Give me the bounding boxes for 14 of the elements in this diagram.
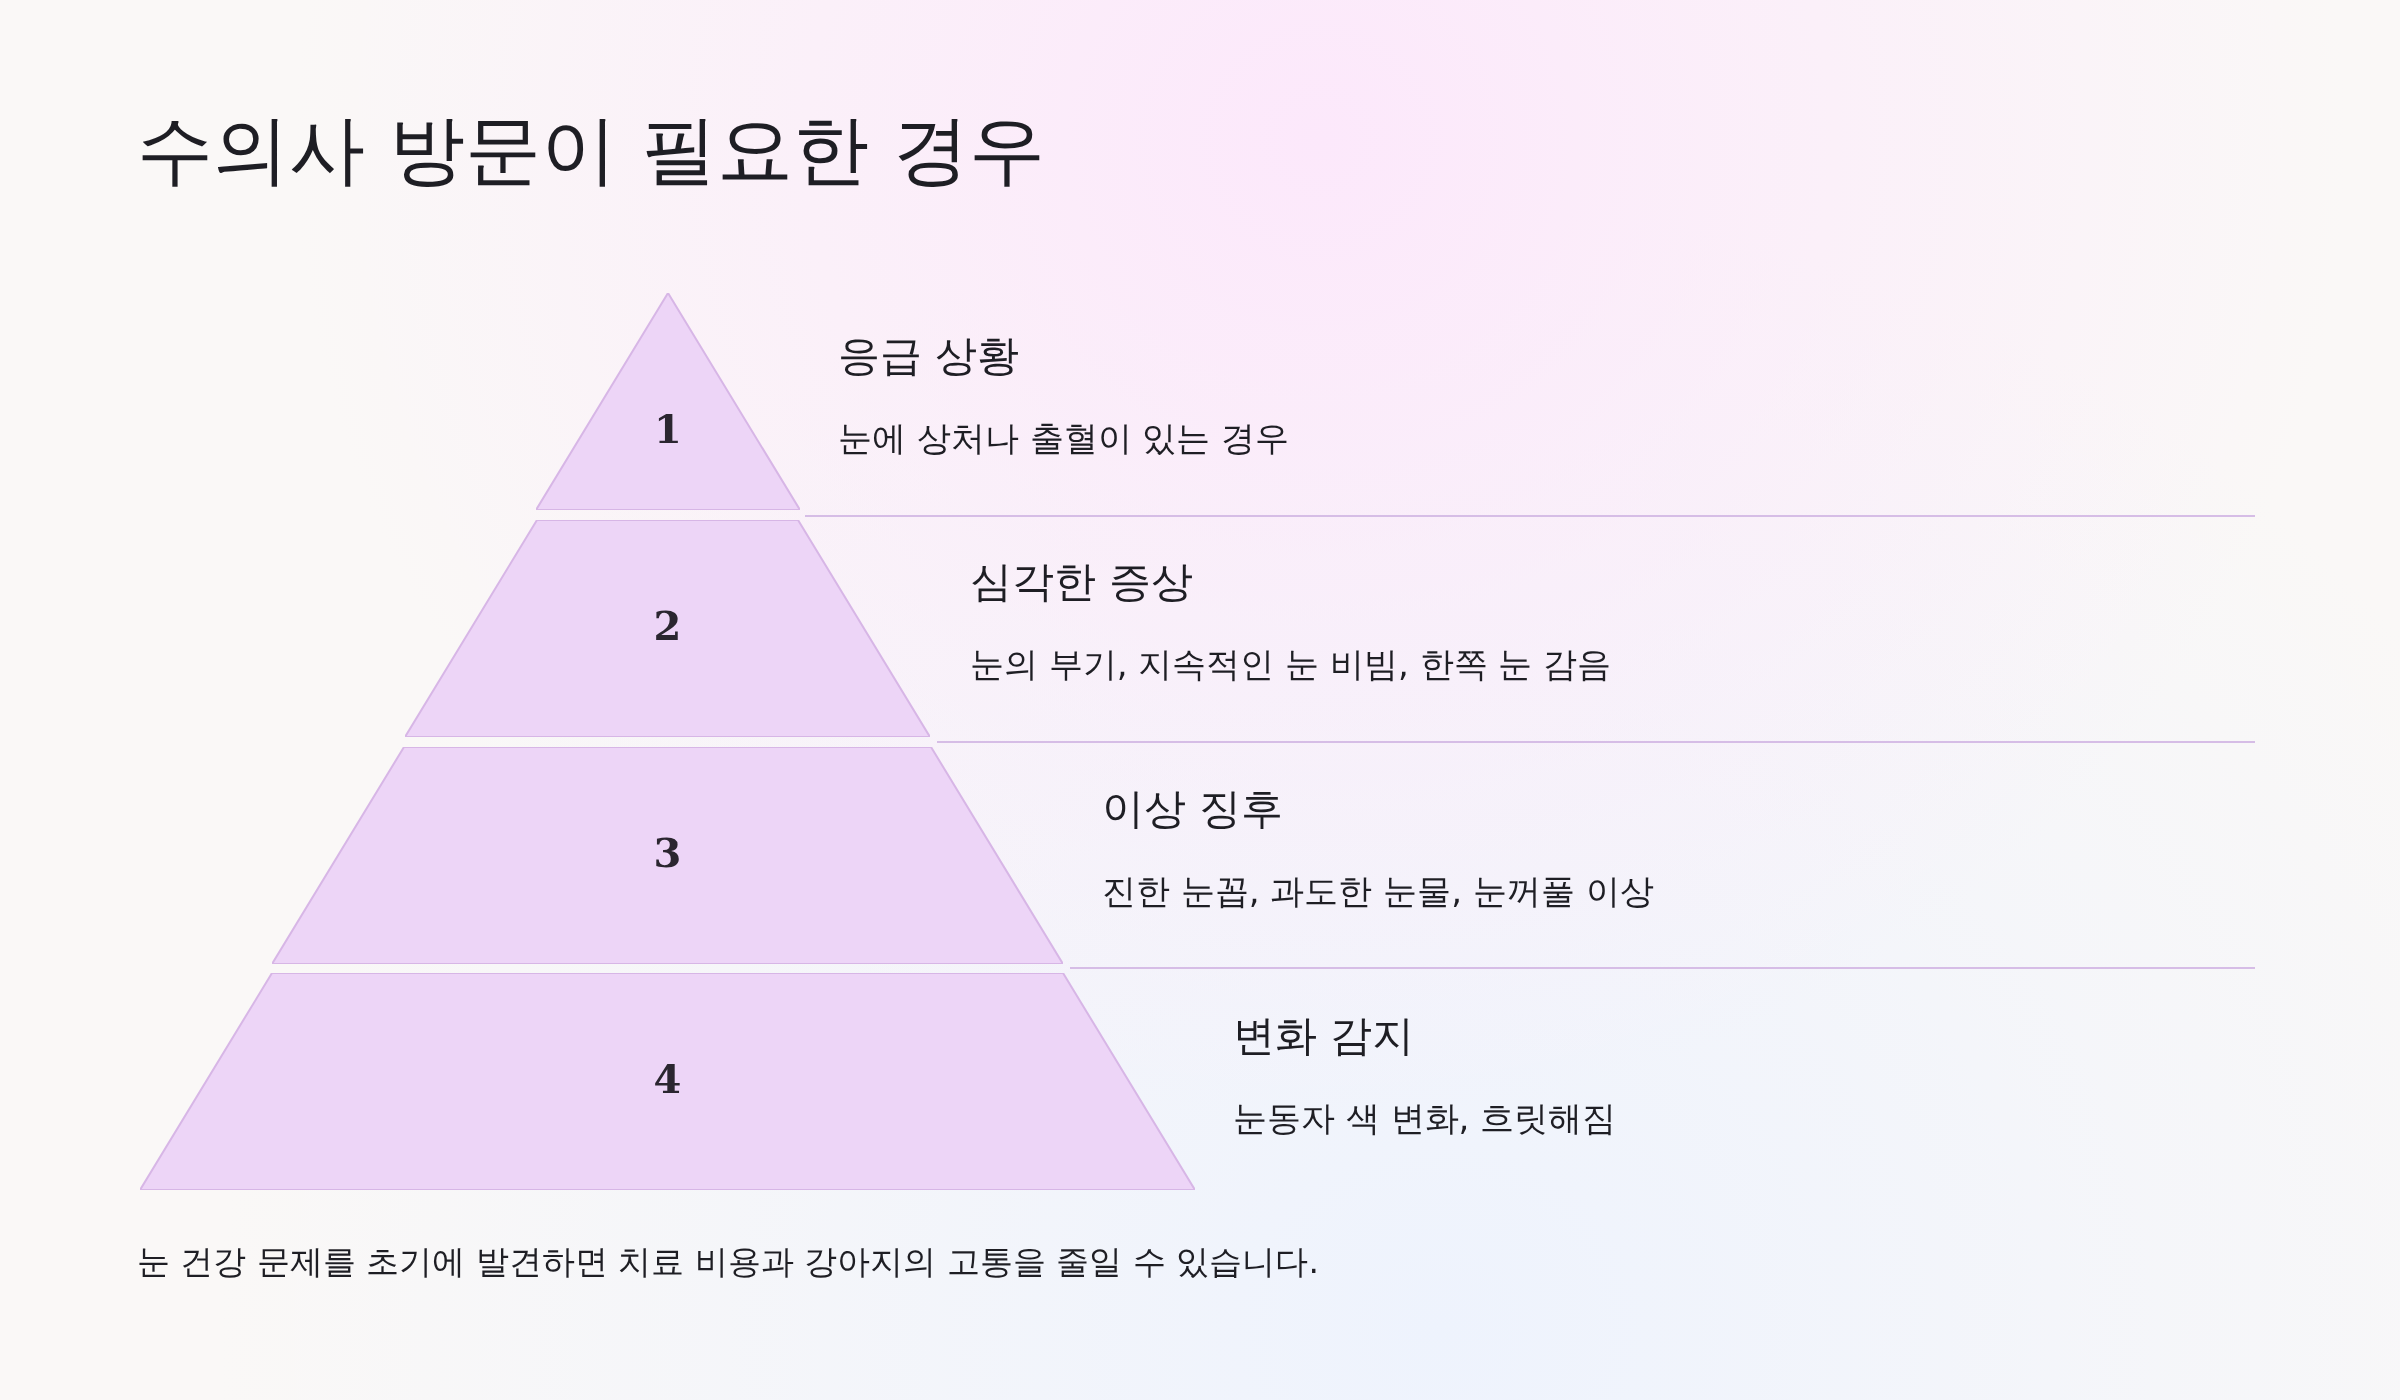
tier-description: 진한 눈꼽, 과도한 눈물, 눈꺼풀 이상 xyxy=(1102,870,1654,913)
caption: 눈 건강 문제를 초기에 발견하면 치료 비용과 강아지의 고통을 줄일 수 있습니다. xyxy=(137,1241,1319,1283)
tier-description: 눈에 상처나 출혈이 있는 경우 xyxy=(838,417,1290,460)
tier-number: 3 xyxy=(653,829,682,876)
title: 수의사 방문이 필요한 경우 xyxy=(137,104,1046,196)
tier-number: 2 xyxy=(653,602,682,649)
tier-heading: 심각한 증상 xyxy=(970,556,1194,608)
tier-heading: 응급 상황 xyxy=(838,330,1020,382)
tier-heading: 이상 징후 xyxy=(1102,783,1284,835)
tier-description: 눈의 부기, 지속적인 눈 비빔, 한쪽 눈 감음 xyxy=(970,643,1612,686)
tier-description: 눈동자 색 변화, 흐릿해짐 xyxy=(1233,1097,1617,1140)
tier-number: 4 xyxy=(653,1055,682,1102)
tier-heading: 변화 감지 xyxy=(1233,1010,1415,1062)
tier-number: 1 xyxy=(654,405,682,452)
